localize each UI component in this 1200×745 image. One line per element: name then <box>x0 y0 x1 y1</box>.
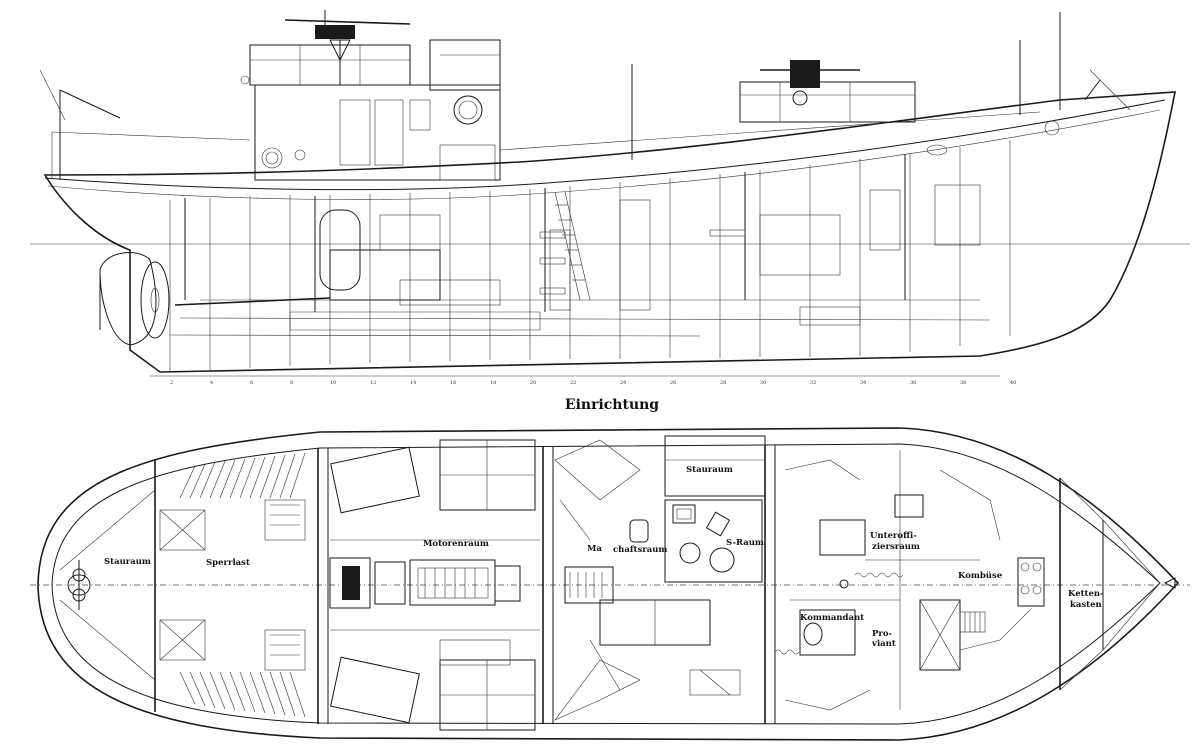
label-maschinenraum-b: chaftsraum <box>613 545 667 555</box>
frame-number: 34 <box>860 380 866 386</box>
radiator <box>774 572 904 655</box>
frame-number: 24 <box>620 380 626 386</box>
label-maschinenraum-a: Ma <box>587 544 602 554</box>
frame-number: 2 <box>170 380 173 386</box>
frame-number: 36 <box>910 380 916 386</box>
frame-number: 8 <box>290 380 293 386</box>
hull-outline <box>43 91 1176 373</box>
propeller <box>99 252 170 346</box>
plan-hull-outline <box>37 427 1180 741</box>
hatch-upper <box>179 452 306 499</box>
fuel-tanks <box>330 439 536 731</box>
label-stauraum-mid: Stauraum <box>686 465 733 475</box>
plan-hull-inner <box>51 443 1161 725</box>
frame-number: 38 <box>960 380 966 386</box>
frame-number: 20 <box>530 380 536 386</box>
frame-number: 40 <box>1010 380 1016 386</box>
frame-number: 6 <box>250 380 253 386</box>
side-elevation: 2 4 6 8 10 12 14 16 18 20 22 24 26 28 30… <box>30 10 1190 386</box>
frame-number: 32 <box>810 380 816 386</box>
label-motorenraum: Motorenraum <box>423 539 489 549</box>
plan-view <box>30 427 1190 741</box>
frame-number-row: 2 4 6 8 10 12 14 16 18 20 22 24 26 28 30… <box>170 380 1016 386</box>
room-labels: Stauraum Sperrlast Motorenraum Ma chafts… <box>104 465 1104 649</box>
gun-aft <box>284 10 411 85</box>
frames <box>169 140 1011 372</box>
label-kettenkasten-2: kasten <box>1070 600 1102 610</box>
aft-bitts <box>67 560 91 610</box>
drawing-title: Einrichtung <box>565 397 659 413</box>
frame-number: 14 <box>410 380 416 386</box>
engine-plan <box>329 557 521 666</box>
wheelhouse <box>249 39 501 181</box>
bow-tip <box>1163 577 1176 589</box>
frame-number: 30 <box>760 380 766 386</box>
label-kettenkasten-1: Ketten- <box>1068 589 1104 599</box>
label-unteroffiziersraum-1: Unteroffi- <box>870 531 917 541</box>
frame-number: 10 <box>330 380 336 386</box>
frame-number: 22 <box>570 380 576 386</box>
frame-number: 18 <box>490 380 496 386</box>
s-raum-equipment <box>629 504 735 573</box>
mast-step <box>839 579 849 589</box>
hatch-lower <box>179 671 306 718</box>
label-proviant-2: viant <box>871 639 896 649</box>
frame-number: 28 <box>720 380 726 386</box>
label-unteroffiziersraum-2: ziersraum <box>872 542 920 552</box>
label-stauraum-aft: Stauraum <box>104 557 151 567</box>
toilet <box>803 622 823 646</box>
label-sperrlast: Sperrlast <box>206 558 250 568</box>
label-s-raum: S-Raum <box>726 538 764 548</box>
label-proviant-1: Pro- <box>872 629 893 639</box>
label-kommandant: Kommandant <box>800 613 864 623</box>
frame-number: 4 <box>210 380 213 386</box>
galley-stove <box>1017 557 1045 607</box>
frame-number: 16 <box>450 380 456 386</box>
label-kombuese: Kombüse <box>958 570 1003 581</box>
frame-number: 12 <box>370 380 376 386</box>
engine <box>174 209 501 306</box>
frame-number: 26 <box>670 380 676 386</box>
deck-line <box>44 99 1166 191</box>
forward-deckhouse <box>739 60 916 123</box>
